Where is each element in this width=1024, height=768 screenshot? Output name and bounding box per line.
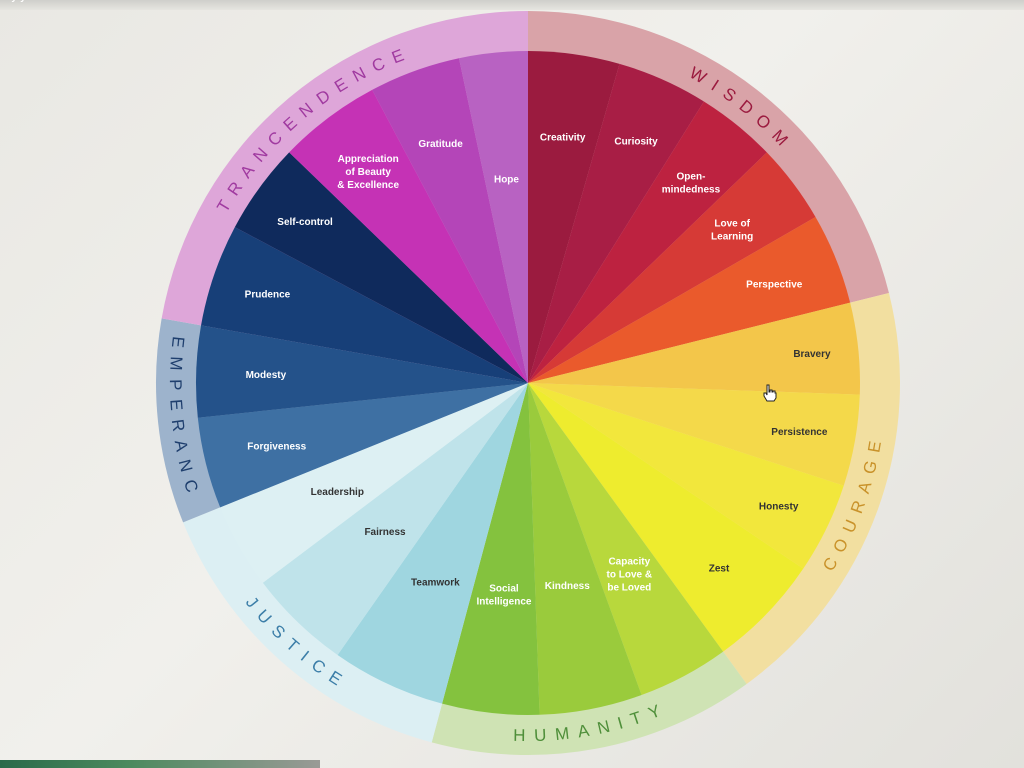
segment-modesty	[195, 325, 528, 418]
label-line: Teamwork	[411, 578, 460, 589]
label-appreciation-of-beauty: Appreciation of Beauty & Excellence	[337, 154, 399, 191]
label-line: Spirituality	[0, 0, 26, 3]
segment-kindness	[528, 383, 642, 715]
label-line: be Loved	[607, 583, 651, 594]
label-line: Social	[489, 584, 519, 595]
label-line: Modesty	[246, 370, 287, 381]
label-line: Intelligence	[476, 597, 531, 608]
segment-leadership	[220, 383, 528, 583]
segment-appreciation-of-beauty	[289, 89, 528, 384]
label-line: Fairness	[364, 527, 406, 538]
label-line: Curiosity	[614, 136, 658, 147]
label-line: Zest	[709, 564, 730, 575]
segment-fairness	[262, 383, 528, 655]
segment-self-control	[234, 152, 529, 383]
label-creativity: Creativity	[540, 132, 586, 143]
label-line: Capacity	[608, 557, 650, 568]
segment-prudence	[201, 227, 528, 383]
label-self-control: Self-control	[277, 217, 333, 228]
label-leadership: Leadership	[311, 487, 364, 498]
label-line: Perspective	[746, 280, 803, 291]
label-spirituality: Spirituality	[0, 0, 26, 3]
label-kindness: Kindness	[545, 581, 590, 592]
segment-zest	[528, 383, 804, 652]
label-love-of-learning: Love of Learning	[711, 219, 753, 243]
label-line: mindedness	[662, 184, 721, 195]
hand-cursor-icon	[763, 384, 777, 402]
window-top-edge	[0, 0, 1024, 10]
label-line: Creativity	[540, 132, 586, 143]
segment-teamwork	[337, 383, 528, 704]
label-line: Forgiveness	[247, 442, 306, 453]
category-label-text: TEMPERANCE	[0, 0, 195, 503]
segment-hope	[458, 51, 528, 383]
label-line: Persistence	[771, 427, 828, 438]
label-perspective: Perspective	[746, 280, 803, 291]
label-fairness: Fairness	[364, 527, 406, 538]
label-line: Gratitude	[418, 139, 463, 150]
label-persistence: Persistence	[771, 427, 828, 438]
segment-love-of-learning	[528, 152, 816, 383]
segment-social-intelligence	[442, 383, 540, 715]
label-prudence: Prudence	[245, 289, 291, 300]
segment-honesty	[528, 383, 844, 569]
label-honesty: Honesty	[759, 501, 799, 512]
label-line: Open-	[677, 171, 706, 182]
segment-open-mindedness	[528, 101, 767, 383]
label-capacity-to-love: Capacity to Love & be Loved	[607, 557, 653, 594]
segment-creativity	[528, 51, 620, 383]
category-label-temperance: TEMPERANCE	[0, 0, 204, 503]
label-forgiveness: Forgiveness	[247, 442, 306, 453]
label-modesty: Modesty	[246, 370, 287, 381]
label-teamwork: Teamwork	[411, 578, 460, 589]
segment-perspective	[528, 217, 851, 383]
label-line: Honesty	[759, 501, 799, 512]
label-curiosity: Curiosity	[614, 136, 658, 147]
label-line: Playfulness	[0, 0, 52, 3]
label-line: Self-control	[277, 217, 333, 228]
label-line: Appreciation	[338, 154, 399, 165]
segment-capacity-to-love	[528, 383, 724, 695]
label-open-mindedness: Open-mindedness	[662, 171, 721, 195]
label-humour: Humour &Playfulness	[0, 0, 52, 3]
label-hope: Hope	[494, 174, 519, 185]
label-line: Prudence	[245, 289, 291, 300]
segment-forgiveness	[197, 383, 528, 508]
segment-persistence	[528, 383, 860, 486]
label-line: Bravery	[793, 349, 831, 360]
label-line: & Excellence	[337, 180, 399, 191]
label-line: Love of	[714, 219, 750, 230]
label-line: Leadership	[311, 487, 364, 498]
strength-segments	[195, 51, 860, 715]
taskbar-strip	[0, 760, 320, 768]
label-line: Kindness	[545, 581, 590, 592]
label-bravery: Bravery	[793, 349, 831, 360]
segment-bravery	[528, 302, 860, 395]
label-gratitude: Gratitude	[418, 139, 463, 150]
label-zest: Zest	[709, 564, 730, 575]
label-line: Learning	[711, 232, 753, 243]
segment-gratitude	[372, 58, 528, 383]
label-line: Hope	[494, 174, 519, 185]
label-line: to Love &	[607, 570, 653, 581]
segment-curiosity	[528, 63, 704, 384]
label-line: of Beauty	[345, 167, 391, 178]
